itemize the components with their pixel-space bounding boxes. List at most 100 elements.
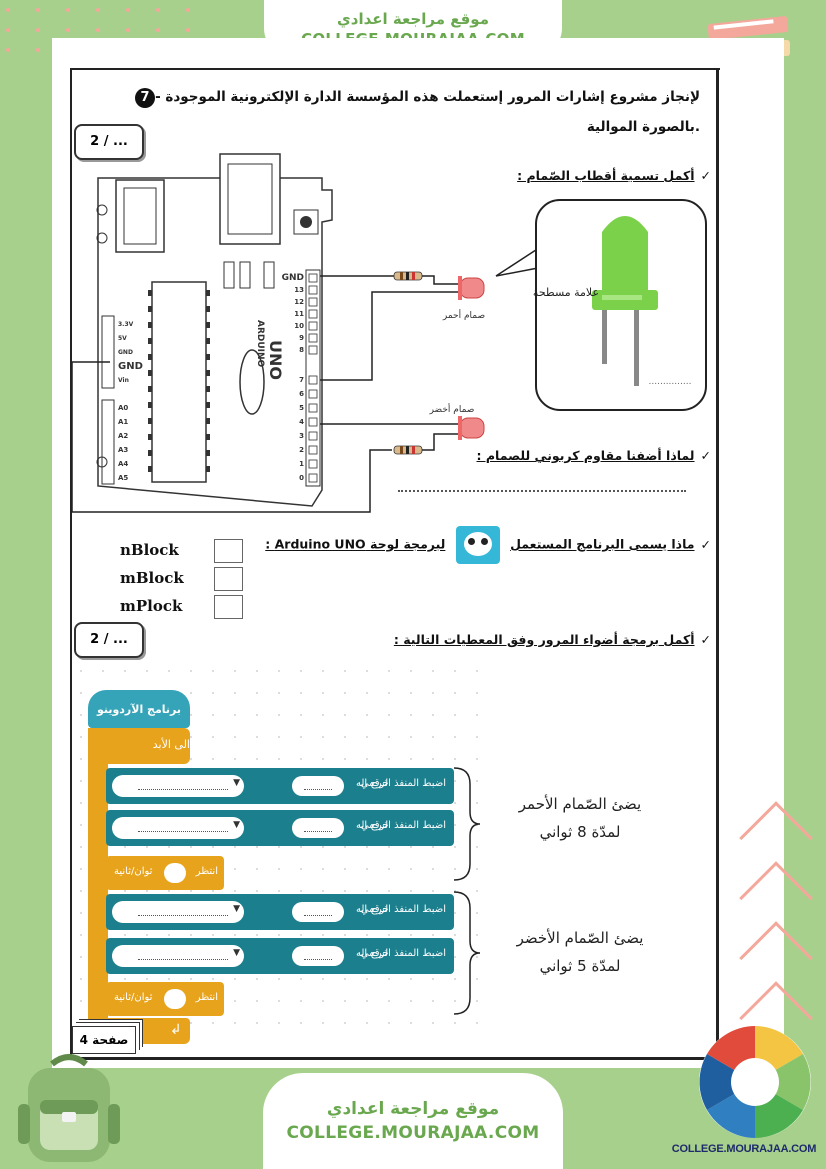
pin-number-input[interactable] <box>292 946 344 966</box>
block-wait[interactable]: انتظر ثوان/ثانية <box>106 982 224 1016</box>
option-mblock-checkbox[interactable] <box>214 567 243 591</box>
pin-number-input[interactable] <box>292 776 344 796</box>
block-forever-body <box>88 760 108 1022</box>
pin-label: 0 <box>299 474 304 482</box>
analog-pin-label: A4 <box>118 460 128 468</box>
flat-mark-label: علامة مسطحة <box>533 286 599 299</box>
answer-line-resistor[interactable] <box>398 490 686 492</box>
option-nblock-checkbox[interactable] <box>214 539 243 563</box>
resistor-1 <box>393 271 423 281</box>
pin-label: 6 <box>299 390 304 398</box>
pin-label: 13 <box>294 286 304 294</box>
option-mplock-checkbox[interactable] <box>214 595 243 619</box>
frame-border-bottom <box>70 1057 719 1060</box>
check-icon: ✓ <box>700 536 711 552</box>
site-name: موقع مراجعة اعدادي <box>337 10 489 28</box>
subquestion-1: ✓ أكمل تسمية أقطاب الصّمام : <box>517 168 711 183</box>
block-set-digital-pin[interactable]: اضبط المنفذ الرقمي خرج اله ▼ <box>106 938 454 974</box>
score-box-1: 2 / ... <box>74 124 144 160</box>
gnd-top-label: GND <box>282 273 304 283</box>
led-red-label: صمام أحمر <box>442 309 485 321</box>
option-nblock-label: nBlock <box>120 541 179 559</box>
question-text: 7- لإنجاز مشروع إشارات المرور إستعملت هذ… <box>110 82 700 142</box>
note-red-line1: يضئ الصّمام الأحمر <box>518 795 642 813</box>
chevron-down-icon: ▼ <box>233 904 240 914</box>
wait-seconds-input[interactable] <box>164 863 186 883</box>
analog-header <box>101 399 115 485</box>
pin-number-input[interactable] <box>292 818 344 838</box>
wire-pin7 <box>320 291 460 381</box>
note-green-led: يضئ الصّمام الأخضر لمدّة 5 ثواني <box>480 924 680 980</box>
subquestion-3-text: ماذا يسمى البرنامج المستعمل <box>510 536 695 552</box>
power-pin-label: 5V <box>118 335 127 342</box>
question-statement: - لإنجاز مشروع إشارات المرور إستعملت هذه… <box>155 89 700 135</box>
digital-header <box>305 269 321 487</box>
subquestion-2-text: لماذا أضفنا مقاوم كربوني للصمام : <box>476 448 695 463</box>
mblock-panda-icon <box>455 526 500 564</box>
site-logo-icon <box>699 1026 811 1138</box>
block-program-start[interactable]: برنامج الآردوينو <box>88 690 190 728</box>
pin-label: 2 <box>299 446 304 454</box>
brace-red <box>453 767 481 881</box>
flat-mark-answer-line[interactable]: ............... <box>649 377 692 387</box>
output-label: خرج اله <box>356 948 389 959</box>
output-level-dropdown[interactable]: ▼ <box>112 901 244 923</box>
set-pin-label: اضبط المنفذ الرقمي <box>360 778 446 789</box>
led-green-label: صمام أخضر <box>429 403 475 415</box>
analog-pin-label: A5 <box>118 474 128 482</box>
subquestion-2: ✓ لماذا أضفنا مقاوم كربوني للصمام : <box>477 448 712 463</box>
gnd-side-label: GND <box>118 361 143 372</box>
check-icon: ✓ <box>700 168 711 183</box>
output-label: خرج اله <box>356 820 389 831</box>
check-icon: ✓ <box>700 448 711 463</box>
frame-border-right <box>716 68 719 1060</box>
page-number-badge: صفحة 4 <box>72 1026 136 1054</box>
chevron-down-icon: ▼ <box>233 778 240 788</box>
score-box-2: 2 / ... <box>74 622 144 658</box>
set-pin-label: اضبط المنفذ الرقمي <box>360 904 446 915</box>
seconds-label: ثوان/ثانية <box>114 866 153 877</box>
subquestion-4-text: أكمل برمجة أضواء المرور وفق المعطيات الت… <box>393 632 695 647</box>
block-set-digital-pin[interactable]: اضبط المنفذ الرقمي خرج اله ▼ <box>106 810 454 846</box>
analog-pin-label: A1 <box>118 418 128 426</box>
block-set-digital-pin[interactable]: اضبط المنفذ الرقمي خرج اله ▼ <box>106 768 454 804</box>
pin-label: 10 <box>294 322 304 330</box>
subquestion-3-suffix: لبرمجة لوحة Arduino UNO : <box>265 536 446 552</box>
output-label: خرج اله <box>356 904 389 915</box>
wire-led-red-gnd <box>422 275 460 285</box>
set-pin-label: اضبط المنفذ الرقمي <box>360 820 446 831</box>
wait-label: انتظر <box>195 992 218 1003</box>
return-arrow-icon: ↲ <box>170 1022 182 1038</box>
power-pin-label: GND <box>118 349 133 356</box>
output-label: خرج اله <box>356 778 389 789</box>
logo-url-text: COLLEGE.MOURAJAA.COM <box>671 1143 817 1155</box>
wait-seconds-input[interactable] <box>164 989 186 1009</box>
subquestion-4: ✓ أكمل برمجة أضواء المرور وفق المعطيات ال… <box>394 632 711 647</box>
analog-pin-label: A3 <box>118 446 128 454</box>
output-level-dropdown[interactable]: ▼ <box>112 817 244 839</box>
block-wait[interactable]: انتظر ثوان/ثانية <box>106 856 224 890</box>
pin-number-input[interactable] <box>292 902 344 922</box>
power-pin-label: 3.3V <box>118 321 134 328</box>
note-red-led: يضئ الصّمام الأحمر لمدّة 8 ثواني <box>480 790 680 846</box>
content-frame <box>70 68 720 1059</box>
set-pin-label: اضبط المنفذ الرقمي <box>360 948 446 959</box>
pin-label: 8 <box>299 346 304 354</box>
pin-label: 4 <box>299 418 304 426</box>
block-set-digital-pin[interactable]: اضبط المنفذ الرقمي خرج اله ▼ <box>106 894 454 930</box>
power-header <box>101 315 115 389</box>
power-jack <box>219 153 281 245</box>
analog-pin-label: A0 <box>118 404 128 412</box>
footer-site-url-link[interactable]: COLLEGE.MOURAJAA.COM <box>286 1123 540 1143</box>
check-icon: ✓ <box>700 632 711 647</box>
wire-gnd-loop <box>72 361 392 513</box>
option-mplock-label: mPlock <box>120 597 183 615</box>
block-forever[interactable]: الى الأبد <box>88 728 190 764</box>
subquestion-1-text: أكمل تسمية أقطاب الصّمام : <box>517 168 695 183</box>
output-level-dropdown[interactable]: ▼ <box>112 945 244 967</box>
question-number: 7 <box>135 88 156 108</box>
analog-pin-label: A2 <box>118 432 128 440</box>
pin-label: 1 <box>299 460 304 468</box>
note-green-line2: لمدّة 5 ثواني <box>539 957 621 975</box>
output-level-dropdown[interactable]: ▼ <box>112 775 244 797</box>
